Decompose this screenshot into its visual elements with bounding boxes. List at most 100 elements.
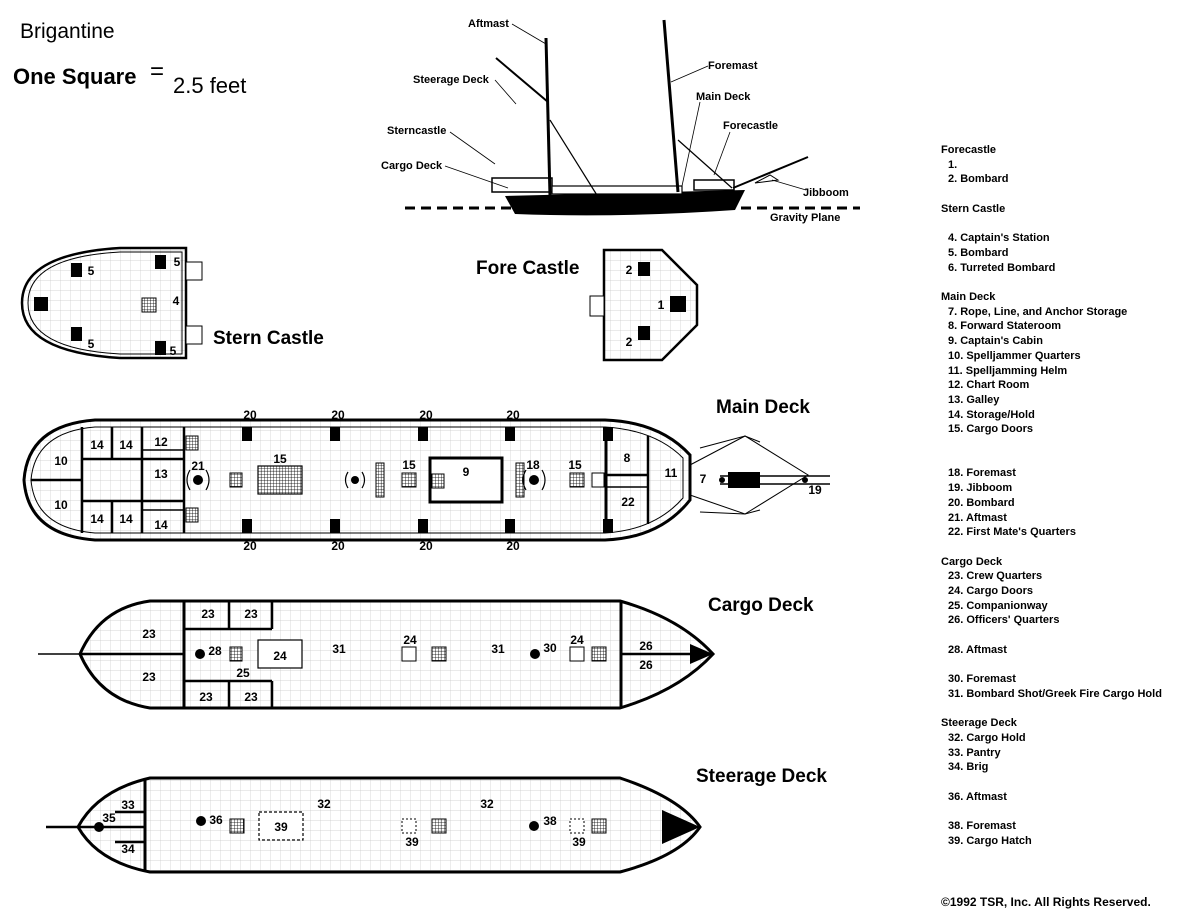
main-room-20f: 20 [331, 539, 345, 553]
legend-item: 4. Captain's Station [948, 232, 1050, 245]
main-room-20g: 20 [419, 539, 433, 553]
main-room-14b: 14 [119, 438, 133, 452]
fore-room-2a: 2 [626, 263, 633, 277]
legend-item: 30. Foremast [948, 673, 1016, 686]
steerage-room-39a: 39 [274, 820, 288, 834]
legend-spacer [941, 275, 1181, 290]
main-room-22: 22 [621, 495, 635, 509]
legend-item [941, 804, 1181, 819]
legend-item: 21. Aftmast [948, 511, 1007, 524]
steerage-room-32a: 32 [317, 797, 331, 811]
legend-item: 22. First Mate's Quarters [948, 526, 1076, 539]
cargo-room-24a: 24 [273, 649, 287, 663]
legend-item: 39. Cargo Hatch [948, 834, 1032, 847]
legend-item: 6. Turreted Bombard [948, 261, 1056, 274]
legend-item: 15. Cargo Doors [948, 423, 1033, 436]
legend-item: 10. Spelljammer Quarters [948, 349, 1081, 362]
legend-item: 7. Rope, Line, and Anchor Storage [948, 305, 1128, 318]
legend-heading: Cargo Deck [941, 555, 1003, 568]
fore-room-2b: 2 [626, 335, 633, 349]
main-room-18: 18 [526, 458, 540, 472]
cargo-room-25: 25 [236, 666, 250, 680]
side-profile: Aftmast Steerage Deck Sterncastle Cargo … [381, 18, 860, 224]
main-room-14d: 14 [119, 512, 133, 526]
label-forecastle: Forecastle [723, 120, 778, 132]
steerage-room-35: 35 [102, 811, 116, 825]
legend-item: 23. Crew Quarters [948, 570, 1043, 583]
main-room-20h: 20 [506, 539, 520, 553]
main-room-12: 12 [154, 435, 168, 449]
fore-castle-plan: 2 2 1 [589, 248, 699, 362]
legend-item: 26. Officers' Quarters [948, 614, 1060, 627]
cargo-room-23d: 23 [142, 670, 156, 684]
main-deck-title: Main Deck [716, 397, 810, 418]
main-room-11: 11 [665, 466, 678, 480]
label-gravity-plane: Gravity Plane [770, 212, 840, 224]
legend-item: 38. Foremast [948, 820, 1016, 833]
main-room-20b: 20 [331, 408, 345, 422]
label-main-deck: Main Deck [696, 91, 751, 103]
stern-room-4: 4 [173, 294, 180, 308]
scale-equals: = [150, 58, 165, 85]
legend-item: 18. Foremast [948, 467, 1016, 480]
copyright: ©1992 TSR, Inc. All Rights Reserved. [941, 895, 1151, 909]
label-sterncastle: Sterncastle [387, 125, 446, 137]
map-title: Brigantine [20, 20, 115, 43]
legend-item: 9. Captain's Cabin [948, 335, 1043, 348]
legend-item [941, 775, 1181, 790]
legend-item: 32. Cargo Hold [948, 731, 1026, 744]
main-room-19: 19 [808, 483, 822, 497]
cargo-room-31a: 31 [332, 642, 346, 656]
main-room-7: 7 [700, 472, 707, 486]
label-steerage-deck: Steerage Deck [413, 74, 490, 86]
cargo-room-30: 30 [543, 641, 557, 655]
legend-item: 1. [948, 158, 958, 171]
steerage-deck-plan: 33 35 34 36 39 32 39 32 38 39 [46, 776, 702, 874]
legend-item: 5. Bombard [948, 246, 1009, 259]
cargo-room-23b: 23 [244, 607, 258, 621]
legend-item: 13. Galley [948, 393, 1000, 406]
cargo-room-24c: 24 [570, 633, 584, 647]
legend-item: 2. Bombard [948, 173, 1009, 186]
legend-item: 14. Storage/Hold [948, 408, 1035, 421]
main-room-10b: 10 [54, 498, 68, 512]
legend-item: 31. Bombard Shot/Greek Fire Cargo Hold [948, 687, 1162, 700]
cargo-deck-plan: 23 23 23 23 23 23 28 24 25 31 24 31 30 2… [38, 599, 716, 710]
legend-heading: Main Deck [941, 290, 996, 303]
fore-castle-title: Fore Castle [476, 258, 580, 279]
legend-item: 25. Companionway [948, 599, 1048, 612]
main-deck-plan: 20 20 20 20 20 20 20 20 10 10 14 14 14 1… [22, 408, 830, 553]
legend-item [941, 628, 1181, 643]
stern-room-5b: 5 [174, 255, 181, 269]
label-jibboom: Jibboom [803, 187, 849, 199]
steerage-room-38: 38 [543, 814, 557, 828]
main-room-8: 8 [624, 451, 631, 465]
legend-item [941, 658, 1181, 673]
stern-castle-title: Stern Castle [213, 328, 324, 349]
legend-item [941, 452, 1181, 467]
cargo-room-23c: 23 [142, 627, 156, 641]
cargo-room-23e: 23 [199, 690, 213, 704]
main-room-15a: 15 [273, 452, 287, 466]
main-room-14a: 14 [90, 438, 104, 452]
main-room-20a: 20 [243, 408, 257, 422]
main-room-15c: 15 [568, 458, 582, 472]
legend-item: 19. Jibboom [948, 482, 1013, 495]
main-room-15b: 15 [402, 458, 416, 472]
main-room-9: 9 [463, 465, 470, 479]
legend-item: 11. Spelljamming Helm [948, 364, 1068, 377]
main-room-13: 13 [154, 467, 168, 481]
label-aftmast: Aftmast [468, 18, 509, 30]
cargo-room-31b: 31 [491, 642, 505, 656]
legend-item: 33. Pantry [948, 746, 1001, 759]
cargo-room-23a: 23 [201, 607, 215, 621]
legend-item: 36. Aftmast [948, 790, 1007, 803]
cargo-room-28: 28 [208, 644, 222, 658]
legend-spacer [941, 540, 1181, 555]
steerage-room-39c: 39 [572, 835, 586, 849]
legend-spacer [941, 187, 1181, 202]
legend-item: 24. Cargo Doors [948, 585, 1033, 597]
ship-diagram: Aftmast Steerage Deck Sterncastle Cargo … [20, 18, 860, 874]
cargo-deck-title: Cargo Deck [708, 595, 814, 616]
